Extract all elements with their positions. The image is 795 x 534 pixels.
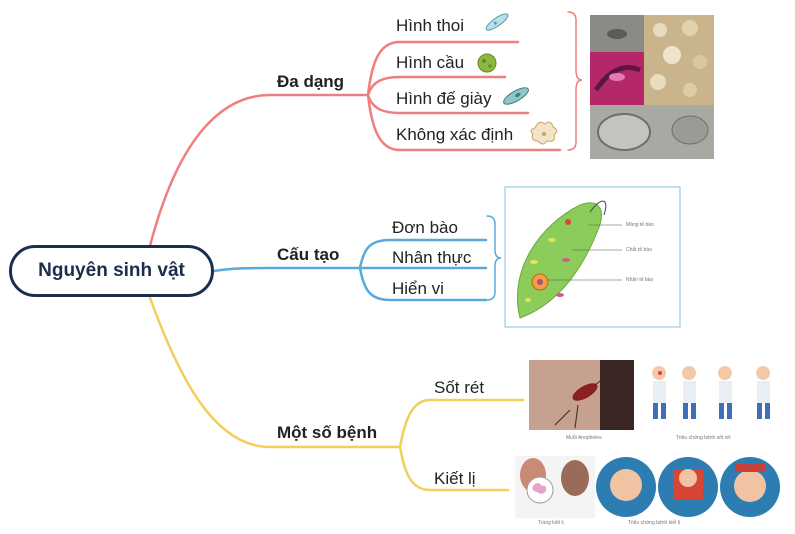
dysentery-pathogen-figure xyxy=(515,456,595,518)
mosquito-photo xyxy=(529,360,634,430)
diagram-label-cytoplasm: Chất tế bào xyxy=(626,247,652,253)
root-label: Nguyên sinh vật xyxy=(38,260,185,281)
malaria-symptoms-figure xyxy=(652,366,770,419)
root-node[interactable]: Nguyên sinh vật xyxy=(9,245,214,297)
leaf-hinh-de-giay[interactable]: Hình đế giày xyxy=(396,89,492,108)
leaf-hinh-cau[interactable]: Hình cầu xyxy=(396,53,465,72)
slipper-cell-icon xyxy=(503,87,529,105)
diagram-label-membrane: Màng tế bào xyxy=(626,222,654,228)
microscopy-collage xyxy=(590,15,714,159)
caption-dysentery-symptoms: Triệu chứng bệnh kiết lị xyxy=(628,520,681,526)
leaf-kiet-li[interactable]: Kiết lị xyxy=(434,469,476,488)
leaf-khong-xac-dinh[interactable]: Không xác định xyxy=(396,125,514,144)
branch-label-cau-tao[interactable]: Cấu tạo xyxy=(277,245,340,264)
branch-label-da-dang[interactable]: Đa dạng xyxy=(277,72,345,91)
leaf-hien-vi[interactable]: Hiển vi xyxy=(392,279,444,298)
leaf-sot-ret[interactable]: Sốt rét xyxy=(434,378,485,397)
branch-connectors-cau-tao xyxy=(212,215,502,302)
spindle-cell-icon xyxy=(485,13,509,31)
leaf-nhan-thuc[interactable]: Nhân thực xyxy=(392,248,472,267)
euglena-diagram xyxy=(504,186,681,328)
amoeba-icon xyxy=(530,121,558,145)
leaf-hinh-thoi[interactable]: Hình thoi xyxy=(396,16,465,35)
round-cell-icon xyxy=(477,53,497,73)
leaf-don-bao[interactable]: Đơn bào xyxy=(392,218,458,237)
dysentery-symptoms-figure xyxy=(596,457,780,517)
diagram-label-nucleus: Nhân tế bào xyxy=(626,277,654,283)
branch-label-mot-so-benh[interactable]: Một số bệnh xyxy=(277,423,378,442)
caption-mosquito: Muỗi Anopheles xyxy=(566,435,602,441)
caption-malaria-symptoms: Triệu chứng bệnh sốt rét xyxy=(676,435,731,441)
caption-dysentery-pathogen: Trùng kiết lị xyxy=(538,520,564,526)
branch-connectors-da-dang xyxy=(148,11,583,248)
branch-connectors-mot-so-benh xyxy=(148,296,525,492)
